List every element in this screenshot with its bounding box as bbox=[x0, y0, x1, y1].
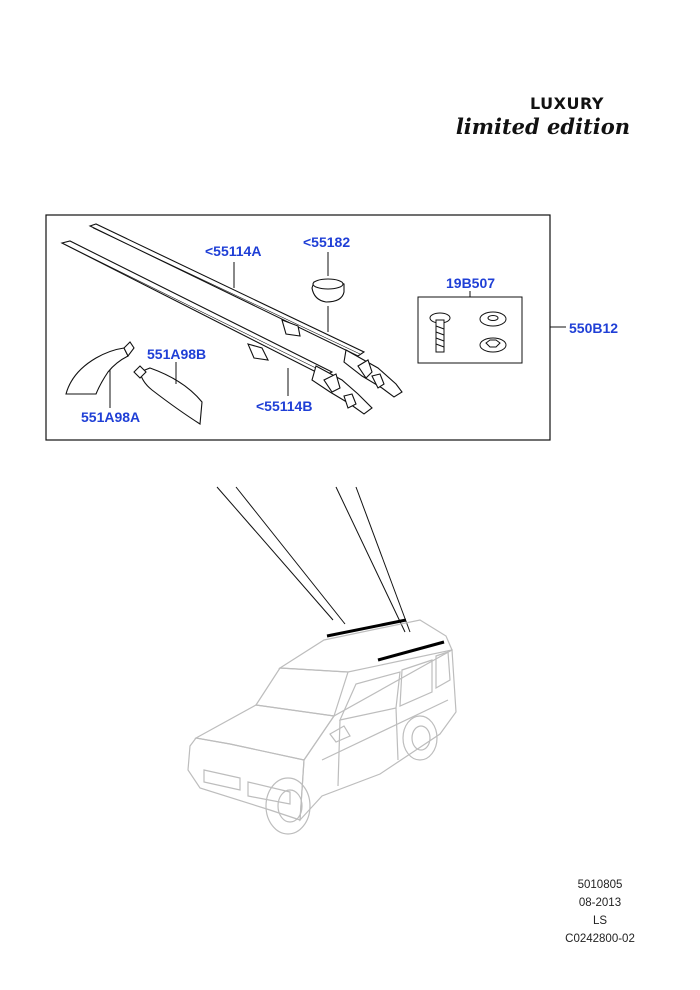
roof-rail-lower-icon bbox=[60, 240, 373, 415]
leader-lines bbox=[109, 252, 566, 408]
nut-icon bbox=[479, 337, 507, 353]
fixing-kit-frame bbox=[417, 296, 523, 364]
rail-cover-right-icon bbox=[133, 365, 203, 425]
brand-title: LUXURY bbox=[530, 94, 604, 113]
callout-rail-lower[interactable]: <55114B bbox=[256, 398, 313, 414]
callout-kit-assembly[interactable]: 550B12 bbox=[569, 320, 619, 336]
roof-rail-upper-icon bbox=[88, 223, 403, 398]
rail-cover-left-icon bbox=[65, 341, 135, 395]
region-code: LS bbox=[592, 915, 608, 927]
vehicle-pointer-lines bbox=[216, 486, 411, 633]
ref-number: 5010805 bbox=[577, 879, 623, 891]
vehicle-roof-rails-icon bbox=[326, 618, 445, 662]
brand-subtitle: limited edition bbox=[455, 114, 630, 139]
callout-fixing-kit[interactable]: 19B507 bbox=[446, 275, 496, 291]
revision-date: 08-2013 bbox=[578, 897, 622, 909]
callout-end-cap[interactable]: <55182 bbox=[303, 234, 351, 250]
callout-rail-upper[interactable]: <55114A bbox=[205, 243, 262, 259]
vehicle-icon bbox=[187, 619, 457, 835]
drawing-id: C0242800-02 bbox=[565, 933, 635, 945]
callout-cover-right[interactable]: 551A98B bbox=[147, 346, 207, 362]
washer-icon bbox=[479, 311, 507, 327]
callout-cover-left[interactable]: 551A98A bbox=[81, 409, 141, 425]
end-cap-icon bbox=[311, 278, 345, 303]
bolt-icon bbox=[429, 312, 451, 353]
